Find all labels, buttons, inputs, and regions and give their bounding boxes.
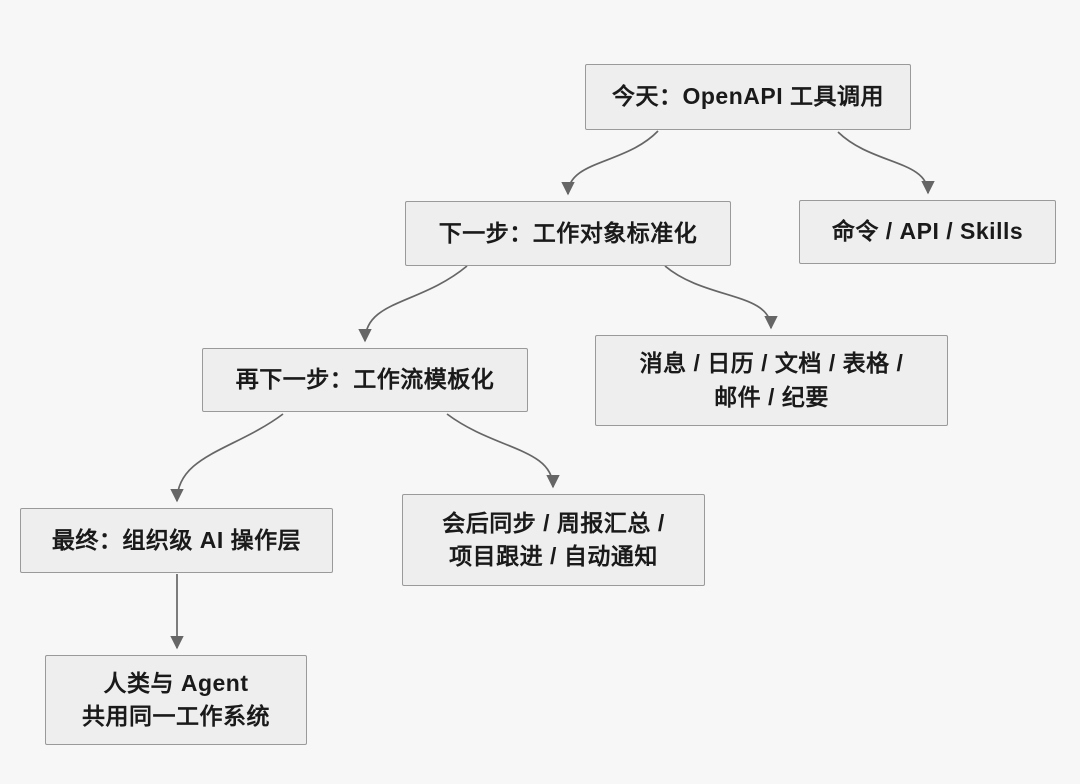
node-shared: 人类与 Agent 共用同一工作系统 bbox=[45, 655, 307, 745]
node-automation-label: 会后同步 / 周报汇总 / 项目跟进 / 自动通知 bbox=[442, 509, 665, 569]
node-next-label: 下一步：工作对象标准化 bbox=[438, 219, 698, 246]
node-shared-label: 人类与 Agent 共用同一工作系统 bbox=[82, 669, 270, 729]
node-next: 下一步：工作对象标准化 bbox=[405, 201, 731, 266]
node-objects-label: 消息 / 日历 / 文档 / 表格 / 邮件 / 纪要 bbox=[639, 350, 904, 410]
node-today-label: 今天：OpenAPI 工具调用 bbox=[611, 83, 884, 110]
node-workflow: 再下一步：工作流模板化 bbox=[202, 348, 528, 412]
node-skills: 命令 / API / Skills bbox=[799, 200, 1056, 264]
node-objects: 消息 / 日历 / 文档 / 表格 / 邮件 / 纪要 bbox=[595, 335, 948, 426]
edge-next-objects-arrow bbox=[664, 265, 778, 330]
edge-today-next-arrow bbox=[561, 130, 659, 196]
node-today: 今天：OpenAPI 工具调用 bbox=[585, 64, 911, 130]
edge-workflow-final-arrow bbox=[170, 413, 284, 503]
edge-workflow-automation-arrow bbox=[446, 413, 560, 489]
edge-next-workflow-arrow bbox=[358, 265, 468, 343]
node-skills-label: 命令 / API / Skills bbox=[831, 218, 1024, 245]
node-final-label: 最终：组织级 AI 操作层 bbox=[51, 526, 302, 553]
node-final: 最终：组织级 AI 操作层 bbox=[20, 508, 333, 573]
edge-today-skills-arrow bbox=[837, 131, 935, 195]
node-workflow-label: 再下一步：工作流模板化 bbox=[235, 366, 495, 393]
node-automation: 会后同步 / 周报汇总 / 项目跟进 / 自动通知 bbox=[402, 494, 705, 586]
